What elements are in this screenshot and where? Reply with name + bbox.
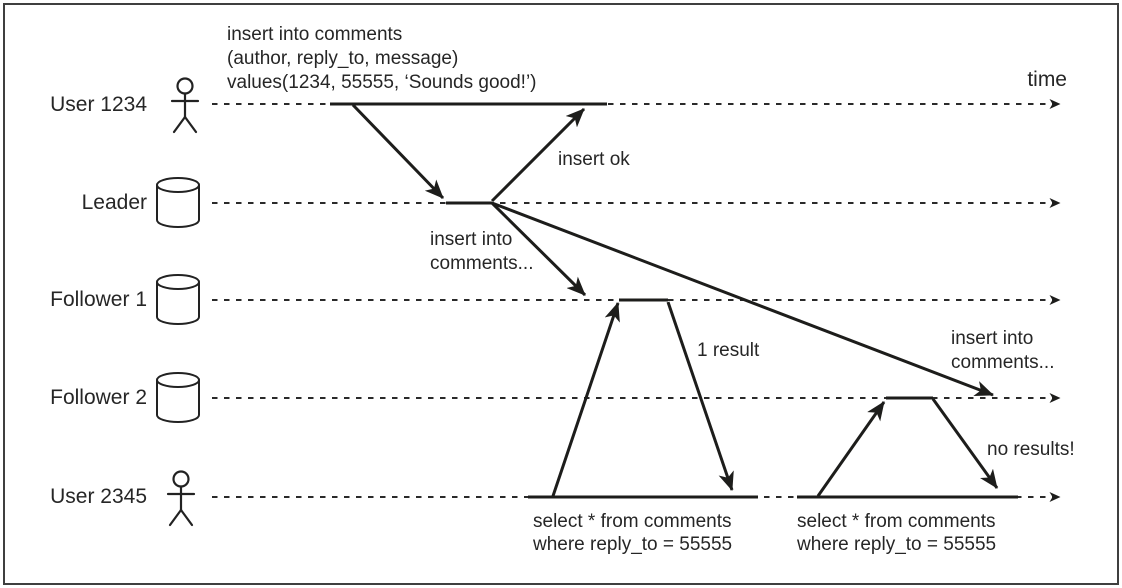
insert-statement-line-2: (author, reply_to, message) <box>227 48 459 69</box>
actor-label-user-1234: User 1234 <box>50 93 147 116</box>
select-query-2-text: select * from comments where reply_to = … <box>797 510 996 556</box>
person-icon <box>170 77 200 134</box>
actor-icons <box>156 77 200 527</box>
insert-statement-line-3: values(1234, 55555, ‘Sounds good!’) <box>227 72 537 93</box>
select-query-2-line-2: where reply_to = 55555 <box>797 534 997 555</box>
actor-label-leader: Leader <box>81 191 147 214</box>
arrow-insert-to-leader <box>351 103 445 200</box>
replicate-follower-1-line-2: comments... <box>430 253 534 274</box>
database-icon <box>156 177 200 228</box>
insert-statement-text: insert into comments (author, reply_to, … <box>227 23 537 95</box>
select-query-1-line-1: select * from comments <box>533 511 732 532</box>
time-axis-label: time <box>1027 68 1067 91</box>
replicate-follower-2-label: insert into comments... <box>951 327 1054 375</box>
message-arrows <box>351 103 999 497</box>
insert-statement-line-1: insert into comments <box>227 24 403 45</box>
arrow-insert-ok <box>490 107 586 203</box>
query-result-2-label: no results! <box>987 439 1075 460</box>
arrow-query-follower-1 <box>551 302 620 497</box>
query-result-1-label: 1 result <box>697 340 760 361</box>
arrow-replicate-follower-2 <box>491 201 994 397</box>
actor-label-user-2345: User 2345 <box>50 485 147 508</box>
replicate-follower-1-label: insert into comments... <box>430 228 533 276</box>
actor-label-follower-1: Follower 1 <box>50 288 147 311</box>
database-icon <box>156 372 200 423</box>
insert-ok-label: insert ok <box>558 149 630 170</box>
arrow-replicate-follower-1 <box>490 201 587 297</box>
select-query-1-text: select * from comments where reply_to = … <box>533 510 732 556</box>
replicate-follower-1-line-1: insert into <box>430 229 513 250</box>
select-query-1-line-2: where reply_to = 55555 <box>533 534 733 555</box>
database-icon <box>156 274 200 325</box>
arrow-result-follower-2 <box>931 398 999 489</box>
arrow-result-follower-1 <box>666 301 734 491</box>
select-query-2-line-1: select * from comments <box>797 511 996 532</box>
activity-segments <box>330 102 1018 499</box>
actor-label-follower-2: Follower 2 <box>50 386 147 409</box>
person-icon <box>166 470 196 527</box>
replicate-follower-2-line-1: insert into <box>951 328 1034 349</box>
arrow-query-follower-2 <box>816 401 886 497</box>
replicate-follower-2-line-2: comments... <box>951 352 1055 373</box>
